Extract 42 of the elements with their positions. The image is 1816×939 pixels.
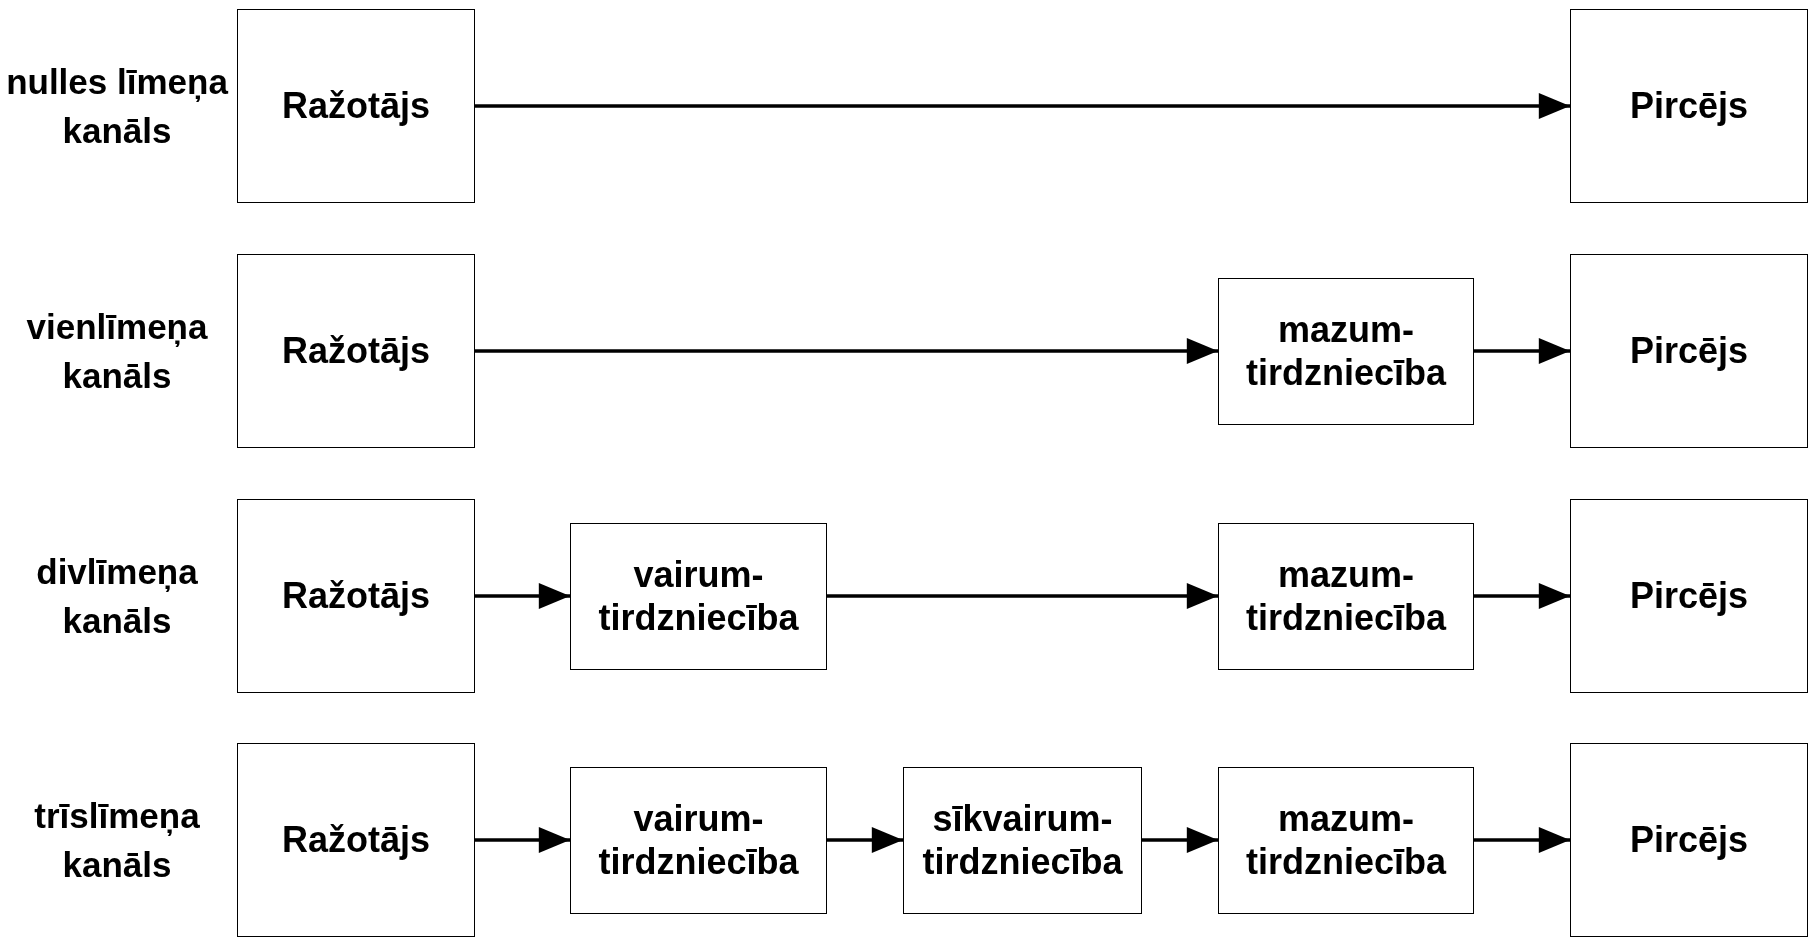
process-box: [1570, 9, 1808, 203]
arrow: [475, 827, 570, 853]
box-label: Pircējs: [1629, 84, 1749, 128]
row-label: divlīmeņa kanāls: [35, 551, 199, 642]
box-label: Pircējs: [1629, 574, 1749, 618]
box-label: mazum- tirdzniecība: [1244, 552, 1448, 640]
process-box: [1218, 766, 1474, 914]
process-box: [237, 9, 475, 203]
box-label: Ražotājs: [281, 574, 430, 618]
arrow: [475, 338, 1218, 364]
arrow: [1474, 338, 1570, 364]
arrow: [475, 93, 1570, 119]
arrow: [1474, 827, 1570, 853]
arrow: [1474, 583, 1570, 609]
process-box: [1570, 254, 1808, 448]
row-label: nulles līmeņa kanāls: [5, 61, 229, 152]
box-label: Pircējs: [1629, 818, 1749, 862]
box-label: vairum- tirdzniecība: [597, 552, 800, 640]
box-label: Ražotājs: [281, 329, 430, 373]
row-label: trīslīmeņa kanāls: [33, 795, 201, 886]
box-label: vairum- tirdzniecība: [597, 796, 800, 884]
arrow: [1142, 827, 1218, 853]
box-label: mazum- tirdzniecība: [1244, 796, 1448, 884]
arrow: [827, 583, 1218, 609]
box-label: Ražotājs: [281, 84, 430, 128]
process-box: [237, 254, 475, 448]
process-box: [903, 766, 1142, 914]
box-label: sīkvairum- tirdzniecība: [921, 796, 1124, 884]
box-label: Ražotājs: [281, 818, 430, 862]
process-box: [237, 743, 475, 937]
process-box: [1218, 522, 1474, 670]
process-box: [1218, 277, 1474, 425]
arrow: [827, 827, 903, 853]
process-box: [1570, 499, 1808, 693]
box-label: mazum- tirdzniecība: [1244, 307, 1448, 395]
process-box: [1570, 743, 1808, 937]
arrow: [475, 583, 570, 609]
box-label: Pircējs: [1629, 329, 1749, 373]
process-box: [570, 766, 827, 914]
row-label: vienlīmeņa kanāls: [25, 306, 209, 397]
process-box: [570, 522, 827, 670]
process-box: [237, 499, 475, 693]
